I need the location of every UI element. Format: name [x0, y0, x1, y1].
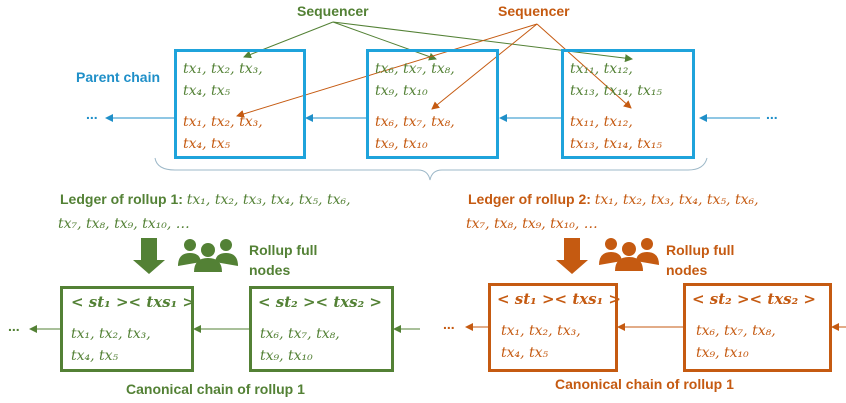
rollup1-block-1-header: < st₁ >< txs₁ >	[71, 293, 195, 311]
ledger-2-line2: tx₇, tx₈, tx₉, tx₁₀, …	[466, 216, 598, 232]
orange-seq-arrow-1	[236, 23, 538, 118]
rollup2-block-2-header: < st₂ >< txs₂ >	[692, 290, 816, 308]
parent-left-dots: ...	[86, 106, 98, 122]
parent-block-3-orange-txs: tx₁₁, tx₁₂, tx₁₃, tx₁₄, tx₁₅	[570, 114, 663, 152]
parent-block-1-orange-txs: tx₁, tx₂, tx₃, tx₄, tx₅	[183, 114, 263, 152]
rollup1-block-1-txs: tx₁, tx₂, tx₃, tx₄, tx₅	[71, 326, 151, 364]
parent-block-3-green-txs: tx₁₁, tx₁₂, tx₁₃, tx₁₄, tx₁₅	[570, 61, 663, 99]
sequencer-green-label: Sequencer	[297, 3, 369, 19]
green-seq-arrow-2	[332, 21, 437, 61]
ledger-2-line1: tx₁, tx₂, tx₃, tx₄, tx₅, tx₆,	[594, 192, 759, 208]
parent-block-1: tx₁, tx₂, tx₃, tx₄, tx₅ tx₁, tx₂, tx₃, t…	[174, 49, 306, 159]
people-icon-orange	[599, 238, 659, 271]
rollup2-canonical-label: Canonical chain of rollup 1	[555, 376, 734, 392]
parent-block-2: tx₆, tx₇, tx₈, tx₉, tx₁₀ tx₆, tx₇, tx₈, …	[366, 49, 499, 159]
rollup1-left-dots: ...	[8, 318, 20, 334]
rollup2-block-2: < st₂ >< txs₂ > tx₆, tx₇, tx₈, tx₉, tx₁₀	[683, 283, 832, 372]
orange-down-arrow	[556, 238, 588, 274]
rollup2-block-1-header: < st₁ >< txs₁ >	[497, 290, 621, 308]
ledger-rollup-2: Ledger of rollup 2: tx₁, tx₂, tx₃, tx₄, …	[466, 187, 759, 236]
parent-chain-brace	[154, 157, 708, 181]
rollup1-block-2-txs: tx₆, tx₇, tx₈, tx₉, tx₁₀	[260, 326, 340, 364]
orange-seq-arrow-2	[431, 23, 538, 110]
ledger-1-line2: tx₇, tx₈, tx₉, tx₁₀, …	[58, 216, 190, 232]
ledger-2-title: Ledger of rollup 2:	[468, 191, 591, 207]
rollup1-full-nodes-label: Rollup full nodes	[249, 242, 318, 278]
rollup2-full-nodes-label: Rollup full nodes	[666, 242, 735, 278]
rollup2-block-1-txs: tx₁, tx₂, tx₃, tx₄, tx₅	[501, 323, 581, 361]
parent-block-1-green-txs: tx₁, tx₂, tx₃, tx₄, tx₅	[183, 61, 263, 99]
ledger-rollup-1: Ledger of rollup 1: tx₁, tx₂, tx₃, tx₄, …	[58, 187, 351, 236]
sequencer-orange-label: Sequencer	[498, 3, 570, 19]
rollup2-block-1: < st₁ >< txs₁ > tx₁, tx₂, tx₃, tx₄, tx₅	[488, 283, 621, 372]
rollup1-canonical-label: Canonical chain of rollup 1	[126, 381, 305, 397]
parent-block-2-green-txs: tx₆, tx₇, tx₈, tx₉, tx₁₀	[375, 61, 455, 99]
rollup1-block-2-header: < st₂ >< txs₂ >	[258, 293, 382, 311]
people-icon-green	[178, 239, 238, 272]
parent-chain-label: Parent chain	[76, 69, 161, 85]
parent-block-3: tx₁₁, tx₁₂, tx₁₃, tx₁₄, tx₁₅ tx₁₁, tx₁₂,…	[561, 49, 695, 159]
parent-right-dots: ...	[766, 106, 778, 122]
ledger-1-title: Ledger of rollup 1:	[60, 191, 183, 207]
parent-block-2-orange-txs: tx₆, tx₇, tx₈, tx₉, tx₁₀	[375, 114, 455, 152]
green-down-arrow	[133, 238, 165, 274]
ledger-1-line1: tx₁, tx₂, tx₃, tx₄, tx₅, tx₆,	[186, 192, 351, 208]
rollup2-block-2-txs: tx₆, tx₇, tx₈, tx₉, tx₁₀	[696, 323, 776, 361]
rollup2-left-dots: ...	[443, 316, 455, 332]
orange-seq-arrow-3	[536, 23, 632, 109]
rollup1-block-1: < st₁ >< txs₁ > tx₁, tx₂, tx₃, tx₄, tx₅	[60, 286, 195, 372]
rollup1-block-2: < st₂ >< txs₂ > tx₆, tx₇, tx₈, tx₉, tx₁₀	[249, 286, 394, 372]
